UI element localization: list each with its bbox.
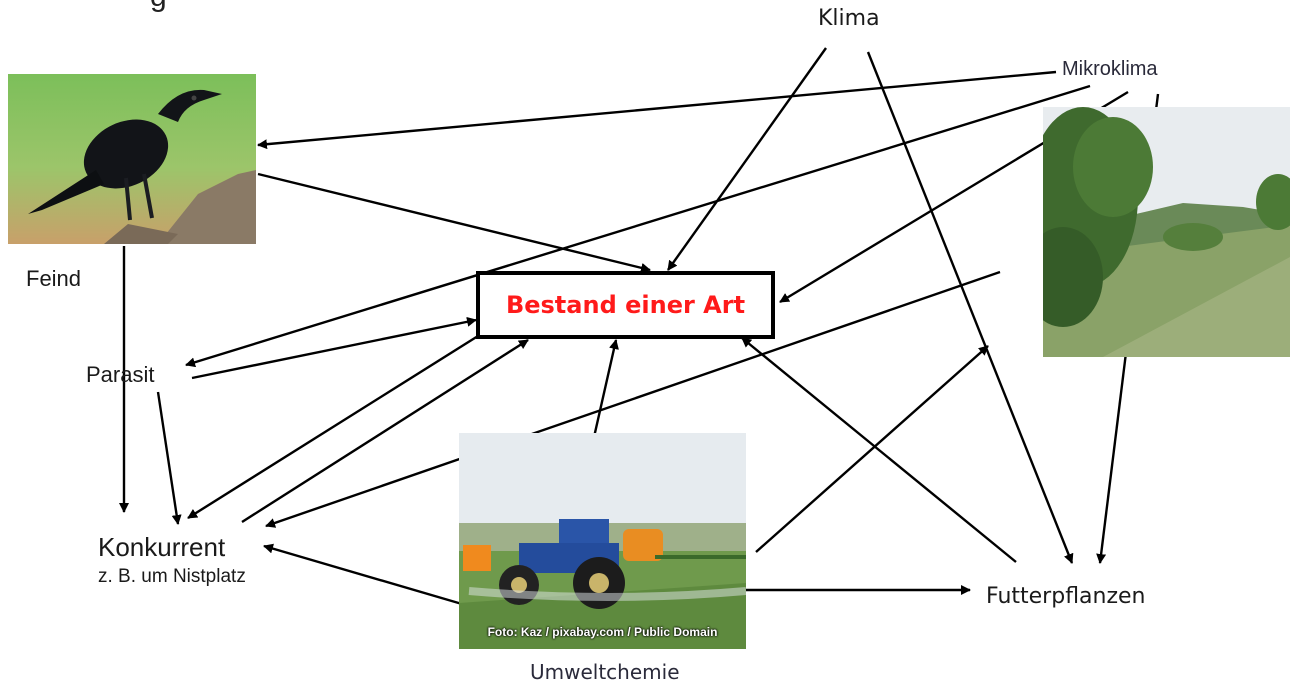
- arrow-umweltchemie-konkurrent: [263, 543, 463, 606]
- bestand-label: Bestand einer Art: [505, 291, 746, 319]
- arrow-feind-bestand: [257, 172, 651, 273]
- feind-label: Feind: [26, 266, 82, 291]
- arrow-mikroklima-feind: [257, 70, 1057, 150]
- arrow-mikroklima-parasit: [185, 84, 1091, 368]
- bestand-box: Bestand einer Art: [476, 271, 775, 339]
- arrow-futterpflanzen-bestand: [741, 337, 1017, 563]
- arrow-bestand-konkurrent: [187, 334, 479, 520]
- arrow-landscape-konkurrent: [265, 270, 1001, 528]
- crow-photo: [8, 74, 256, 244]
- konkurrent-note: z. B. um Nistplatz: [98, 566, 246, 587]
- line-umweltchemie-to-landscape: [755, 345, 989, 553]
- arrow-konkurrent-bestand: [241, 338, 529, 524]
- arrow-umweltchemie-bestand: [590, 339, 619, 447]
- umweltchemie-label: Umweltchemie: [530, 660, 680, 684]
- landscape-photo: [1043, 107, 1290, 357]
- arrow-parasit-bestand: [191, 316, 477, 380]
- mikroklima-label: Mikroklima: [1062, 58, 1158, 80]
- futterpflanzen-label: Futterpflanzen: [986, 584, 1146, 609]
- photo-credit: Foto: Kaz / pixabay.com / Public Domain: [487, 625, 718, 639]
- klima-label: Klima: [818, 6, 880, 31]
- parasit-label: Parasit: [86, 362, 155, 387]
- konkurrent-label: Konkurrent: [98, 532, 226, 562]
- arrow-parasit-konkurrent: [156, 391, 182, 525]
- tractor-photo: Foto: Kaz / pixabay.com / Public Domain: [459, 433, 746, 649]
- arrow-klima-futterpflanzen: [866, 51, 1074, 564]
- arrow-klima-bestand: [667, 47, 827, 271]
- title-fragment: g: [150, 0, 167, 14]
